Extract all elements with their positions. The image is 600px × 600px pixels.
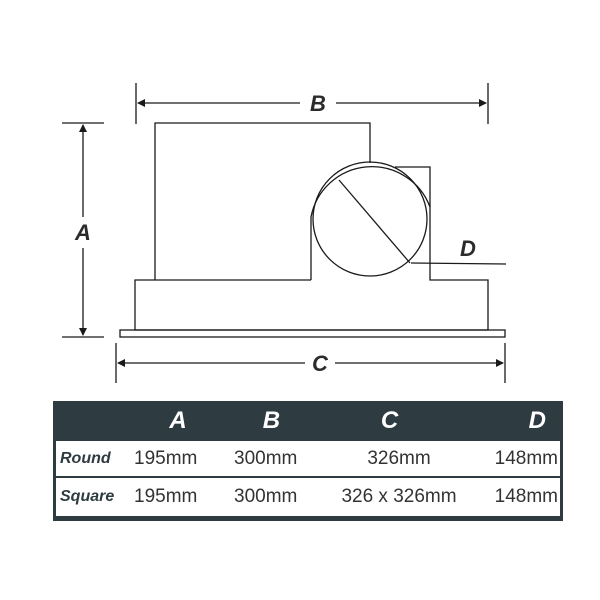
cell-a: 195mm <box>134 486 198 507</box>
cell-b: 300mm <box>234 447 298 469</box>
dimension-diagram: B A C D <box>62 83 507 383</box>
label-a: A <box>74 220 91 245</box>
housing-top <box>154 122 371 280</box>
label-b: B <box>310 91 326 116</box>
header-b: B <box>262 407 281 434</box>
header-d: D <box>528 407 546 434</box>
cell-a: 195mm <box>134 447 198 469</box>
label-c: C <box>312 351 329 376</box>
cell-c: 326mm <box>367 447 431 469</box>
dimensions-table: A B C D Round 195mm 300mm 326mm 148mm Sq… <box>53 401 563 521</box>
cell-c: 326 x 326mm <box>341 486 457 507</box>
flange <box>119 329 506 338</box>
header-a: A <box>169 407 187 434</box>
cell-b: 300mm <box>234 486 298 507</box>
table-row-square: Square 195mm 300mm 326 x 326mm 148mm <box>56 478 560 516</box>
table-header: A B C D <box>56 401 560 441</box>
spigot-circle <box>312 161 428 277</box>
label-d: D <box>460 236 476 261</box>
cell-d: 148mm <box>494 447 558 469</box>
row-label: Square <box>60 488 115 505</box>
row-label: Round <box>60 449 111 467</box>
header-c: C <box>380 407 399 434</box>
cell-d: 148mm <box>494 486 558 507</box>
table-row-round: Round 195mm 300mm 326mm 148mm <box>56 441 560 476</box>
